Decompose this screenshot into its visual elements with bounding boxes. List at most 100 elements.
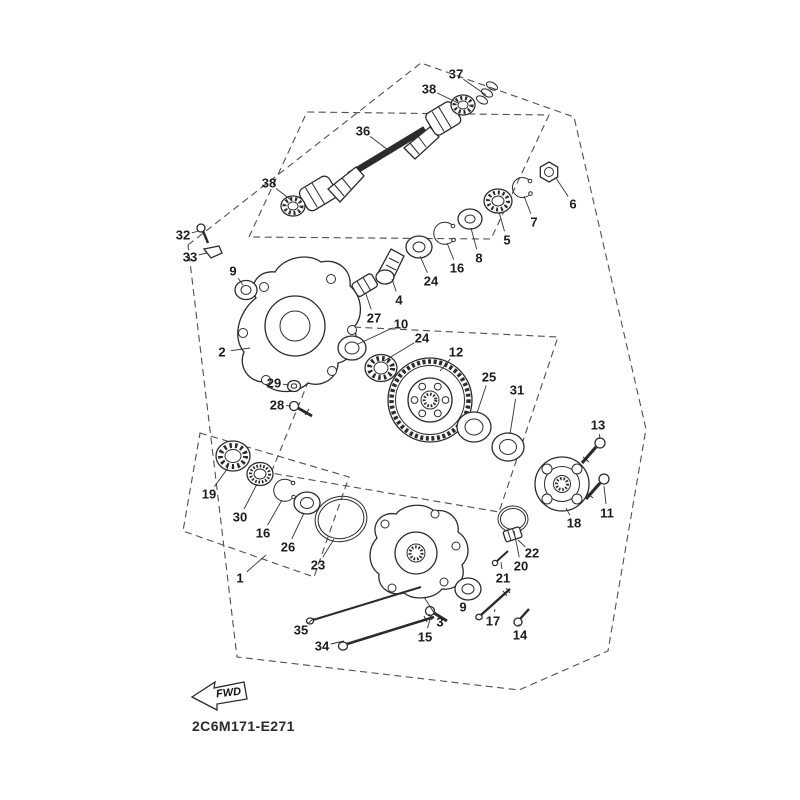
part-number-24: 24	[424, 274, 439, 289]
part-number-3: 3	[436, 615, 443, 630]
callout-leader-line	[307, 617, 315, 625]
part-number-8: 8	[475, 251, 482, 266]
callout-leader-line	[598, 433, 601, 440]
callout-leader-line	[463, 78, 487, 96]
part-number-36: 36	[356, 124, 370, 139]
callout-leader-line	[198, 252, 208, 256]
callout-leader-line	[383, 342, 415, 362]
callout-leader-line	[500, 561, 503, 570]
part-number-34: 34	[315, 639, 330, 654]
clamp-33	[202, 245, 223, 259]
bearing-19	[215, 440, 251, 472]
long-bolt-34	[337, 613, 435, 651]
oil-seal-25	[456, 411, 492, 443]
part-number-37: 37	[449, 67, 463, 82]
callout-leader-line	[237, 278, 244, 286]
callout-leader-line	[476, 385, 487, 414]
part-number-24: 24	[415, 331, 430, 346]
callout-leader-line	[230, 347, 251, 352]
callout-leader-line	[470, 227, 478, 250]
part-number-17: 17	[486, 614, 500, 629]
washer-8	[457, 208, 483, 230]
screw-14	[513, 608, 530, 627]
part-number-18: 18	[567, 516, 581, 531]
drive-shaft-36	[298, 101, 462, 212]
washer-24a	[405, 235, 433, 259]
part-number-19: 19	[202, 487, 216, 502]
callout-leader-line	[243, 483, 258, 510]
callout-leader-line	[498, 211, 505, 232]
fwd-label: FWD	[215, 686, 241, 701]
callout-leader-line	[565, 507, 571, 516]
part-number-6: 6	[569, 197, 576, 212]
callout-leader-line	[322, 538, 335, 558]
callout-leader-line	[391, 278, 397, 292]
callout-leader-line	[291, 512, 305, 540]
callout-leader-line	[419, 255, 428, 273]
circlip-7	[511, 177, 533, 199]
callout-leader-line	[517, 539, 526, 548]
part-number-21: 21	[496, 571, 510, 586]
callout-leader-line	[603, 485, 607, 505]
part-number-25: 25	[482, 370, 496, 385]
collar-30	[246, 461, 274, 487]
part-number-5: 5	[503, 233, 510, 248]
bearing-5	[483, 188, 513, 214]
shaft-rod-35	[305, 586, 422, 625]
oil-seal-26	[293, 491, 321, 515]
part-number-23: 23	[311, 558, 325, 573]
callout-leader-line	[446, 242, 455, 260]
part-number-11: 11	[600, 506, 614, 521]
callout-leader-line	[267, 499, 283, 526]
pinion-joint-27	[351, 273, 378, 298]
callout-leader-line	[213, 467, 229, 487]
bolt-11	[584, 473, 610, 501]
part-number-4: 4	[395, 293, 403, 308]
part-number-10: 10	[394, 317, 408, 332]
callout-layer: 3738363832339274241685762102429281225311…	[176, 67, 614, 654]
diagram-code: 2C6M171-E271	[192, 718, 295, 734]
callout-leader-line	[436, 92, 459, 104]
callout-leader-line	[427, 615, 432, 629]
washer-31	[491, 432, 525, 462]
part-number-1: 1	[236, 571, 243, 586]
callout-leader-line	[509, 398, 517, 435]
part-number-15: 15	[418, 630, 432, 645]
part-number-16: 16	[256, 526, 270, 541]
fwd-arrow: FWD	[190, 680, 248, 712]
part-number-20: 20	[514, 559, 528, 574]
bearing-group-box-dashed	[182, 432, 350, 578]
diff-group-box-dashed	[270, 325, 559, 513]
washer-29	[286, 379, 302, 393]
part-number-38: 38	[422, 82, 436, 97]
part-number-30: 30	[233, 510, 247, 525]
bearing-38-outer	[450, 94, 476, 116]
callout-leader-line	[282, 383, 290, 386]
part-number-32: 32	[176, 228, 190, 243]
part-number-33: 33	[183, 250, 197, 265]
front-housing-2	[237, 256, 361, 393]
callout-leader-line	[357, 327, 393, 345]
callout-leader-line	[275, 188, 292, 201]
part-number-12: 12	[449, 345, 463, 360]
ring-gear-12	[387, 357, 473, 443]
part-number-2: 2	[218, 345, 225, 360]
oil-seal-9a	[234, 279, 258, 301]
part-number-9: 9	[459, 600, 466, 615]
part-number-28: 28	[270, 398, 284, 413]
callout-leader-line	[369, 136, 393, 154]
outer-boundary-dashed	[187, 62, 647, 691]
part-number-9: 9	[229, 264, 236, 279]
part-number-27: 27	[367, 311, 381, 326]
part-number-31: 31	[510, 383, 524, 398]
rear-cover-3	[369, 504, 469, 599]
bolt-28	[288, 400, 313, 418]
bearing-38-inner	[280, 195, 306, 217]
callout-leader-line	[423, 596, 436, 615]
circlip-16b	[273, 478, 296, 502]
callout-leader-line	[365, 293, 372, 310]
callout-leader-line	[494, 608, 496, 613]
oil-seal-9b	[454, 577, 482, 601]
